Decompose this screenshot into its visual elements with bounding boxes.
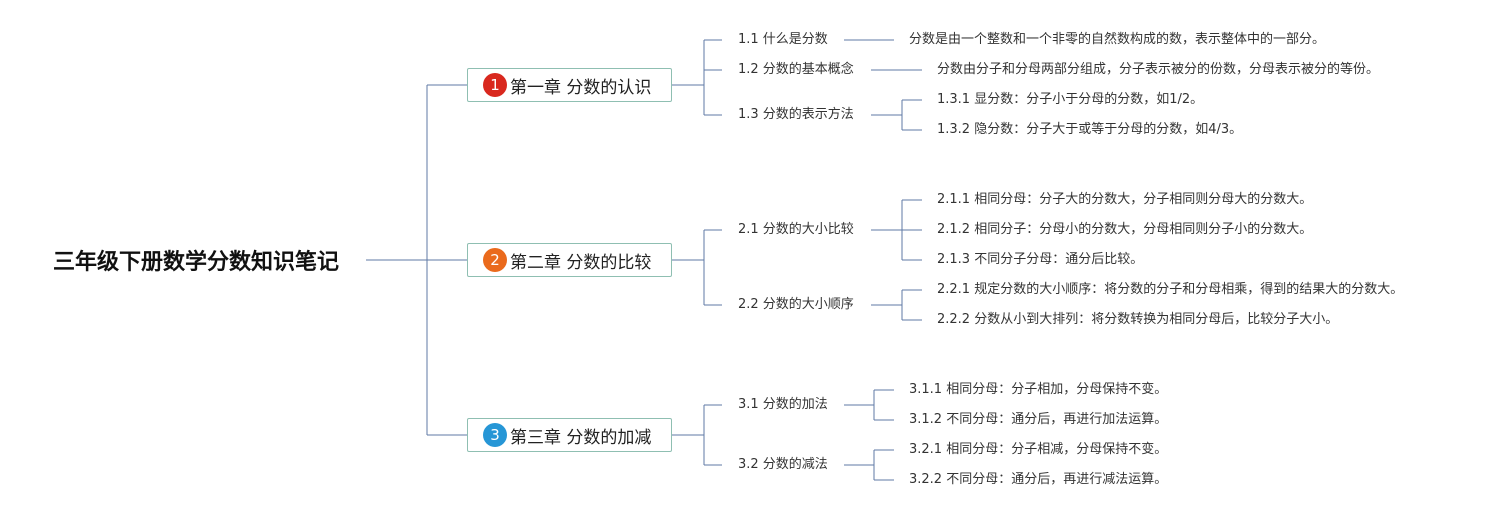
item-2-1-2[interactable]: 2.1.2 相同分子：分母小的分数大，分母相同则分子小的分数大。 — [937, 222, 1313, 237]
item-2-2-1[interactable]: 2.2.1 规定分数的大小顺序：将分数的分子和分母相乘，得到的结果大的分数大。 — [937, 282, 1404, 297]
chapter-2-connector — [672, 229, 722, 306]
item-3-1-2[interactable]: 3.1.2 不同分母：通分后，再进行加法运算。 — [909, 412, 1168, 427]
chapter-1-title: 第一章 分数的认识 — [510, 77, 652, 98]
section-3-1-connector — [844, 389, 894, 421]
section-1-2[interactable]: 1.2 分数的基本概念 — [738, 62, 854, 77]
section-2-2[interactable]: 2.2 分数的大小顺序 — [738, 297, 854, 312]
section-1-1[interactable]: 1.1 什么是分数 — [738, 32, 828, 47]
item-2-2-2[interactable]: 2.2.2 分数从小到大排列：将分数转换为相同分母后，比较分子大小。 — [937, 312, 1339, 327]
section-2-2-connector — [871, 289, 922, 321]
item-3-1-1[interactable]: 3.1.1 相同分母：分子相加，分母保持不变。 — [909, 382, 1168, 397]
chapter-1-connector — [672, 39, 722, 116]
item-2-1-1[interactable]: 2.1.1 相同分母：分子大的分数大，分子相同则分母大的分数大。 — [937, 192, 1313, 207]
root-connector — [366, 84, 467, 436]
chapter-1-topic[interactable]: 1 第一章 分数的认识 — [467, 68, 672, 102]
root-topic[interactable]: 三年级下册数学分数知识笔记 — [28, 238, 364, 282]
section-3-2-connector — [844, 449, 894, 481]
section-2-1-connector — [871, 199, 922, 261]
section-1-1-detail[interactable]: 分数是由一个整数和一个非零的自然数构成的数，表示整体中的一部分。 — [909, 32, 1326, 47]
chapter-2-title: 第二章 分数的比较 — [510, 252, 652, 273]
item-1-3-2[interactable]: 1.3.2 隐分数：分子大于或等于分母的分数，如4/3。 — [937, 122, 1243, 137]
section-1-2-detail[interactable]: 分数由分子和分母两部分组成，分子表示被分的份数，分母表示被分的等份。 — [937, 62, 1380, 77]
chapter-3-topic[interactable]: 3 第三章 分数的加减 — [467, 418, 672, 452]
chapter-3-connector — [672, 404, 722, 466]
chapter-1-badge: 1 — [483, 73, 507, 97]
chapter-2-topic[interactable]: 2 第二章 分数的比较 — [467, 243, 672, 277]
section-3-1[interactable]: 3.1 分数的加法 — [738, 397, 828, 412]
section-2-1[interactable]: 2.1 分数的大小比较 — [738, 222, 854, 237]
item-3-2-1[interactable]: 3.2.1 相同分母：分子相减，分母保持不变。 — [909, 442, 1168, 457]
section-1-3-connector — [871, 99, 922, 131]
section-3-2[interactable]: 3.2 分数的减法 — [738, 457, 828, 472]
item-1-3-1[interactable]: 1.3.1 显分数：分子小于分母的分数，如1/2。 — [937, 92, 1204, 107]
section-1-3[interactable]: 1.3 分数的表示方法 — [738, 107, 854, 122]
chapter-3-badge: 3 — [483, 423, 507, 447]
item-3-2-2[interactable]: 3.2.2 不同分母：通分后，再进行减法运算。 — [909, 472, 1168, 487]
item-2-1-3[interactable]: 2.1.3 不同分子分母：通分后比较。 — [937, 252, 1144, 267]
chapter-2-badge: 2 — [483, 248, 507, 272]
chapter-3-title: 第三章 分数的加减 — [510, 427, 652, 448]
